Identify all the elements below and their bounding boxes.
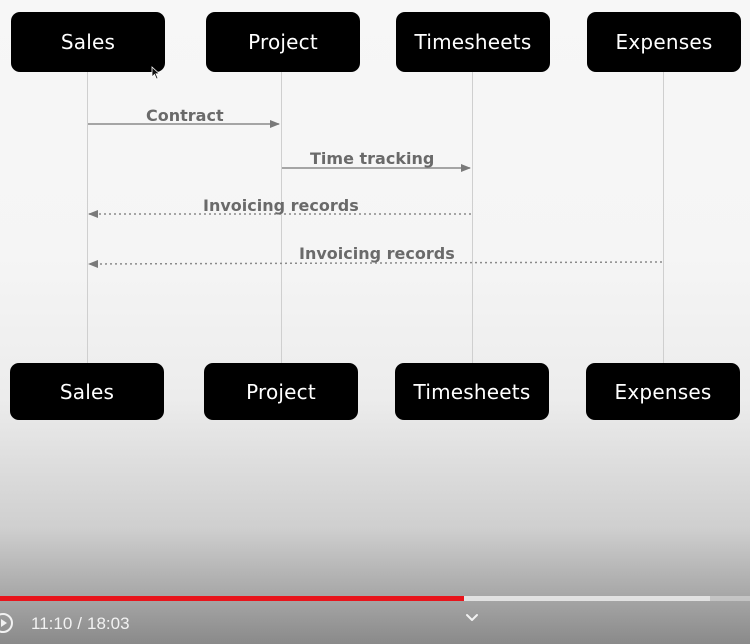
message-label-time-tracking: Time tracking [310, 149, 435, 168]
mouse-cursor-icon [151, 66, 161, 80]
chevron-down-icon[interactable] [465, 612, 479, 624]
progress-bar[interactable] [0, 596, 750, 601]
lifeline-project [281, 72, 282, 364]
lifeline-timesheets [472, 72, 473, 364]
player-controls: 11:10 / 18:03 [0, 596, 750, 644]
message-label-invoicing-2: Invoicing records [299, 244, 455, 263]
current-time: 11:10 [31, 614, 73, 633]
duration: 18:03 [87, 614, 130, 633]
actor-bottom-timesheets: Timesheets [395, 363, 549, 420]
actor-top-project: Project [206, 12, 360, 72]
actor-top-expenses: Expenses [587, 12, 741, 72]
message-label-contract: Contract [146, 106, 224, 125]
play-icon[interactable] [0, 612, 14, 634]
lifeline-sales [87, 72, 88, 364]
actor-top-sales: Sales [11, 12, 165, 72]
message-label-invoicing-1: Invoicing records [203, 196, 359, 215]
time-display: 11:10 / 18:03 [31, 614, 130, 634]
progress-played [0, 596, 465, 601]
actor-top-timesheets: Timesheets [396, 12, 550, 72]
actor-bottom-expenses: Expenses [586, 363, 740, 420]
message-arrows [88, 120, 663, 268]
actor-bottom-project: Project [204, 363, 358, 420]
actor-bottom-sales: Sales [10, 363, 164, 420]
sequence-diagram: Contract Time tracking Invoicing records… [10, 12, 741, 420]
lifeline-expenses [663, 72, 664, 364]
arrow-invoicing-expenses [88, 259, 663, 268]
time-separator: / [77, 614, 83, 633]
